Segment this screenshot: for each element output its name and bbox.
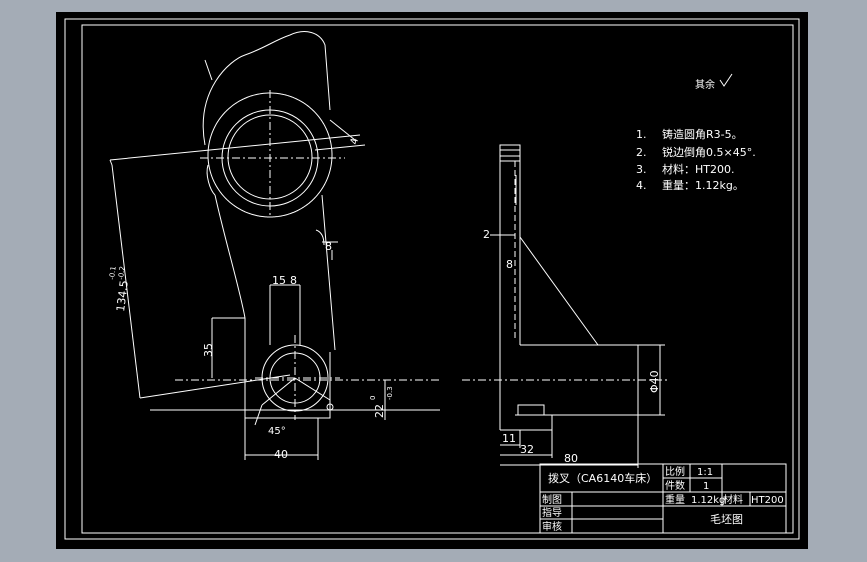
side-dim-phi40: Φ40	[648, 370, 661, 393]
front-view	[109, 31, 440, 460]
front-dimensions: 134.5 -0.1 -0.2 35 15 8 8 22 0 -0.3 40 4…	[108, 137, 394, 461]
review-label: 审核	[542, 520, 562, 533]
dim-35: 35	[202, 343, 215, 357]
dim-22-tol-upper: 0	[369, 396, 377, 400]
dim-8-left: 8	[290, 274, 297, 287]
dim-15: 15	[272, 274, 286, 287]
inner-border	[81, 24, 794, 534]
note-3-text: 材料：HT200.	[662, 162, 734, 176]
scale-value: 1:1	[697, 467, 713, 478]
material-value: HT200	[751, 495, 784, 506]
side-dimensions: 2 8 11 32 80 Φ40	[483, 228, 661, 465]
dim-22-tol-lower: -0.3	[386, 386, 394, 400]
note-1-text: 铸造圆角R3-5。	[662, 127, 743, 141]
drawing-sheet	[56, 12, 808, 549]
dim-134-tol-lower: -0.2	[117, 266, 127, 281]
qty-value: 1	[703, 481, 709, 492]
note-1-num: 1.	[636, 128, 647, 141]
dim-134: 134.5	[114, 280, 131, 313]
scale-label: 比例	[665, 465, 685, 478]
side-dim-2: 2	[483, 228, 490, 241]
part-name: 拨叉（CA6140车床）	[548, 471, 657, 485]
dim-8-mid: 8	[325, 240, 332, 253]
technical-notes: 其余 1. 铸造圆角R3-5。 2. 锐边倒角0.5×45°. 3. 材料：HT…	[636, 73, 756, 192]
note-2-num: 2.	[636, 146, 647, 159]
dim-40: 40	[274, 448, 288, 461]
note-4-num: 4.	[636, 179, 647, 192]
note-2-text: 锐边倒角0.5×45°.	[662, 145, 756, 159]
notes-heading: 其余	[695, 78, 715, 91]
title-block	[539, 463, 787, 534]
dim-45deg: 45°	[268, 426, 286, 437]
roughness-symbol	[719, 73, 733, 87]
weight-label: 重量	[665, 493, 685, 506]
material-label: 材料	[723, 493, 743, 506]
phi-symbol	[326, 403, 334, 411]
dim-4: 4	[349, 137, 361, 145]
drawn-label: 制图	[542, 493, 562, 506]
side-dim-8: 8	[506, 258, 513, 271]
guide-label: 指导	[542, 506, 562, 519]
title-block-text: 拨叉（CA6140车床） 比例 1:1 件数 1 制图 重量 1.12kg 材料…	[542, 465, 784, 533]
weight-value: 1.12kg	[691, 495, 725, 506]
drawing-title: 毛坯图	[710, 513, 743, 526]
side-view	[462, 144, 668, 468]
note-4-text: 重量：1.12kg。	[662, 178, 744, 192]
side-dim-11: 11	[502, 432, 516, 445]
note-3-num: 3.	[636, 163, 647, 176]
qty-label: 件数	[665, 479, 685, 492]
dim-134-tol-upper: -0.1	[108, 266, 118, 281]
dim-22: 22	[373, 404, 386, 418]
sheet-border	[64, 18, 800, 540]
side-dim-80: 80	[564, 452, 578, 465]
side-dim-32: 32	[520, 443, 534, 456]
